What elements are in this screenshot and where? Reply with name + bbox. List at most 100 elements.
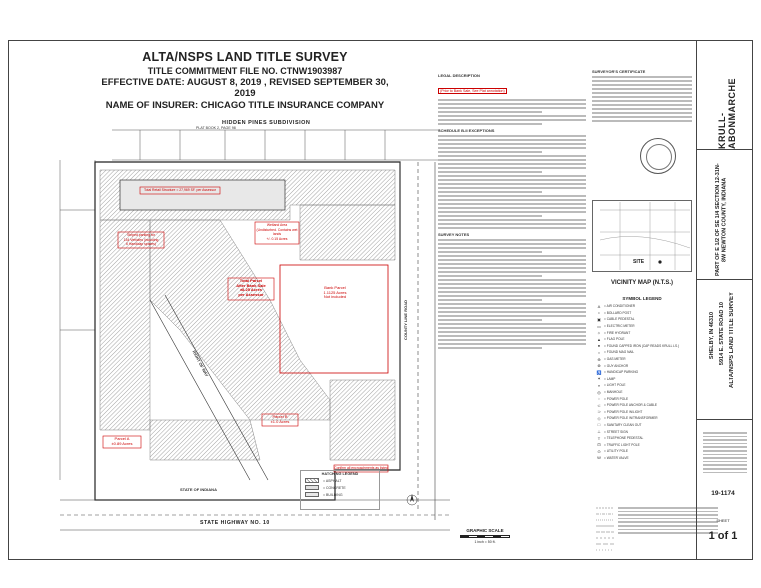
legend-symbol-icon: □: [597, 422, 601, 428]
title-block: ALTA/NSPS LAND TITLE SURVEY TITLE COMMIT…: [100, 50, 390, 111]
location-section: PART OF E 1/2 OF SE 1/4 SECTION 12-31N-8…: [697, 150, 753, 280]
legend-label: = UTILITY POLE: [604, 449, 628, 454]
legend-symbol-icon: ○: [597, 349, 601, 355]
total-parcel-box: [227, 277, 275, 301]
vicinity-map-lines: [599, 202, 691, 270]
legend-item: ▲= FLAG POLE: [594, 336, 690, 343]
legend-item: ✶= LAMP: [594, 376, 690, 383]
certificate-heading: SURVEYOR'S CERTIFICATE: [592, 69, 646, 74]
vicinity-map: SITE: [592, 200, 692, 272]
legend-label: = MANHOLE: [604, 390, 623, 395]
vicinity-site-label: SITE: [633, 259, 645, 265]
legend-label: = LAMP: [604, 376, 616, 381]
legend-label: = AIR CONDITIONER: [604, 304, 636, 309]
legend-label: = WATER VALVE: [604, 455, 629, 460]
scale-text: 1 inch = 50 ft.: [474, 540, 496, 544]
concrete-swatch: [305, 485, 319, 490]
state-of-indiana-label: STATE OF INDIANA: [180, 487, 217, 492]
legend-label: = CABLE PEDESTAL: [604, 317, 635, 322]
hatching-legend-title: HATCHING LEGEND: [321, 472, 359, 476]
legend-symbol-icon: W: [597, 455, 601, 461]
firm-logo: KRULL-ABONMARCHE: [697, 40, 753, 150]
revision-lines: [703, 430, 747, 475]
legend-item: ⊃= POWER POLE W/LIGHT: [594, 409, 690, 416]
legend-label: = TELEPHONE PEDESTAL: [604, 436, 644, 441]
legend-label: = POWER POLE: [604, 396, 629, 401]
sheet-label: SHEET: [716, 518, 730, 523]
concrete-legend-label: = CONCRETE: [323, 485, 346, 490]
vicinity-map-title: VICINITY MAP (N.T.S.): [610, 280, 674, 286]
legend-item: ⊂= POWER POLE ANCHOR & CABLE: [594, 402, 690, 409]
legend-label: = BOLLARD POST: [604, 310, 632, 315]
legend-label: = HANDICAP PARKING: [604, 370, 639, 375]
graphic-scale: GRAPHIC SCALE 1 inch = 50 ft.: [455, 528, 515, 544]
legend-symbol-icon: •: [598, 310, 600, 316]
legend-label: = FOUND CAPPED IRON (CAP READS KRULL LS.…: [604, 343, 680, 348]
building-note-box: [139, 186, 221, 195]
legend-label: = ELECTRIC METER: [604, 324, 635, 329]
county-line-road-label: COUNTY LINE ROAD: [403, 300, 408, 340]
legend-symbol-icon: ⊥: [597, 429, 601, 435]
legend-item: • = BOLLARD POST: [594, 310, 690, 317]
legend-label: = POWER POLE W/LIGHT: [604, 409, 643, 414]
project-city: SHELBY, IN 46310: [709, 312, 715, 360]
legend-item: ☼= FIRE HYDRANT: [594, 329, 690, 336]
drawing-border: [8, 40, 753, 560]
schedule-heading: SCHEDULE B-II EXCEPTIONS: [438, 128, 495, 133]
building-note-label: Total Retail Structure = 27,969 SF. per …: [143, 188, 217, 192]
parking-note-box: [117, 231, 165, 249]
legend-label: = FIRE HYDRANT: [604, 330, 631, 335]
legend-symbol-icon: ▣: [597, 316, 601, 322]
asphalt-legend-label: = ASPHALT: [323, 478, 342, 483]
legend-symbol-icon: ◎: [597, 389, 601, 395]
asphalt-areas: [99, 169, 396, 461]
wetland-box: [254, 221, 300, 245]
legend-label: = FLAG POLE: [604, 337, 625, 342]
legend-symbol-icon: ◌: [597, 396, 601, 402]
sheet-number: 1 of 1: [708, 530, 738, 542]
legend-label: = TRAFFIC LIGHT POLE: [604, 442, 640, 447]
north-arrow-icon: [406, 494, 418, 506]
legend-symbol-icon: ◇: [597, 415, 601, 421]
railroad-right-of-way: [149, 294, 269, 481]
legend-item: W= WATER VALVE: [594, 455, 690, 462]
hatch-row: = CONCRETE: [305, 485, 375, 490]
subdivision-label: HIDDEN PINES SUBDIVISION: [222, 120, 311, 126]
parcel-a-label: Parcel A ±0.89 Acres: [111, 436, 133, 446]
legend-item: ¤= LIGHT POLE: [594, 382, 690, 389]
plat-book-label: PLAT BOOK 2, PAGE 98: [196, 126, 236, 130]
legend-symbol-icon: ⊡: [597, 442, 601, 448]
legend-symbol-icon: ⊕: [597, 356, 601, 362]
firm-name: KRULL-ABONMARCHE: [717, 78, 737, 149]
job-number: 19-1174: [711, 490, 735, 497]
legend-symbol-icon: ⊃: [597, 409, 601, 415]
certificate-column: SURVEYOR'S CERTIFICATE: [592, 69, 692, 124]
legend-symbol-icon: T: [597, 435, 601, 441]
legend-label: = FOUND MAG NAIL: [604, 350, 635, 355]
legend-item: T= TELEPHONE PEDESTAL: [594, 435, 690, 442]
project-address: 5914 E. STATE ROAD 10: [719, 302, 725, 366]
legend-symbol-icon: ✶: [597, 376, 601, 382]
legend-symbol-icon: ▲: [597, 336, 601, 342]
legend-label: = STREET SIGN: [604, 429, 628, 434]
county-line-road: [399, 162, 436, 520]
legend-item: ⊥= STREET SIGN: [594, 428, 690, 435]
legend-item: ●= FOUND CAPPED IRON (CAP READS KRULL LS…: [594, 343, 690, 350]
location-description: PART OF E 1/2 OF SE 1/4 SECTION 12-31N-8…: [715, 163, 728, 276]
highway-label: STATE HIGHWAY NO. 10: [200, 520, 270, 526]
legal-notes-column: LEGAL DESCRIPTION (Prior to Bank Sale, S…: [438, 70, 586, 351]
legend-symbol-icon: ⊂: [597, 402, 601, 408]
legend-symbol-icon: ☼: [597, 330, 601, 336]
parcel-a-box: [102, 435, 142, 449]
parcel-b-box: [261, 413, 299, 427]
legend-item: A= AIR CONDITIONER: [594, 303, 690, 310]
asphalt-swatch: [305, 478, 319, 483]
bank-parcel-label: Bank Parcel 1.1125 Acres Not included: [323, 285, 347, 299]
legend-item: ○= FOUND MAG NAIL: [594, 349, 690, 356]
legend-label: = POWER POLE ANCHOR & CABLE: [604, 403, 658, 408]
vicinity-site-marker: [658, 260, 662, 264]
hatch-row: = BUILDING: [305, 492, 375, 497]
bank-parcel-box: [279, 264, 389, 374]
